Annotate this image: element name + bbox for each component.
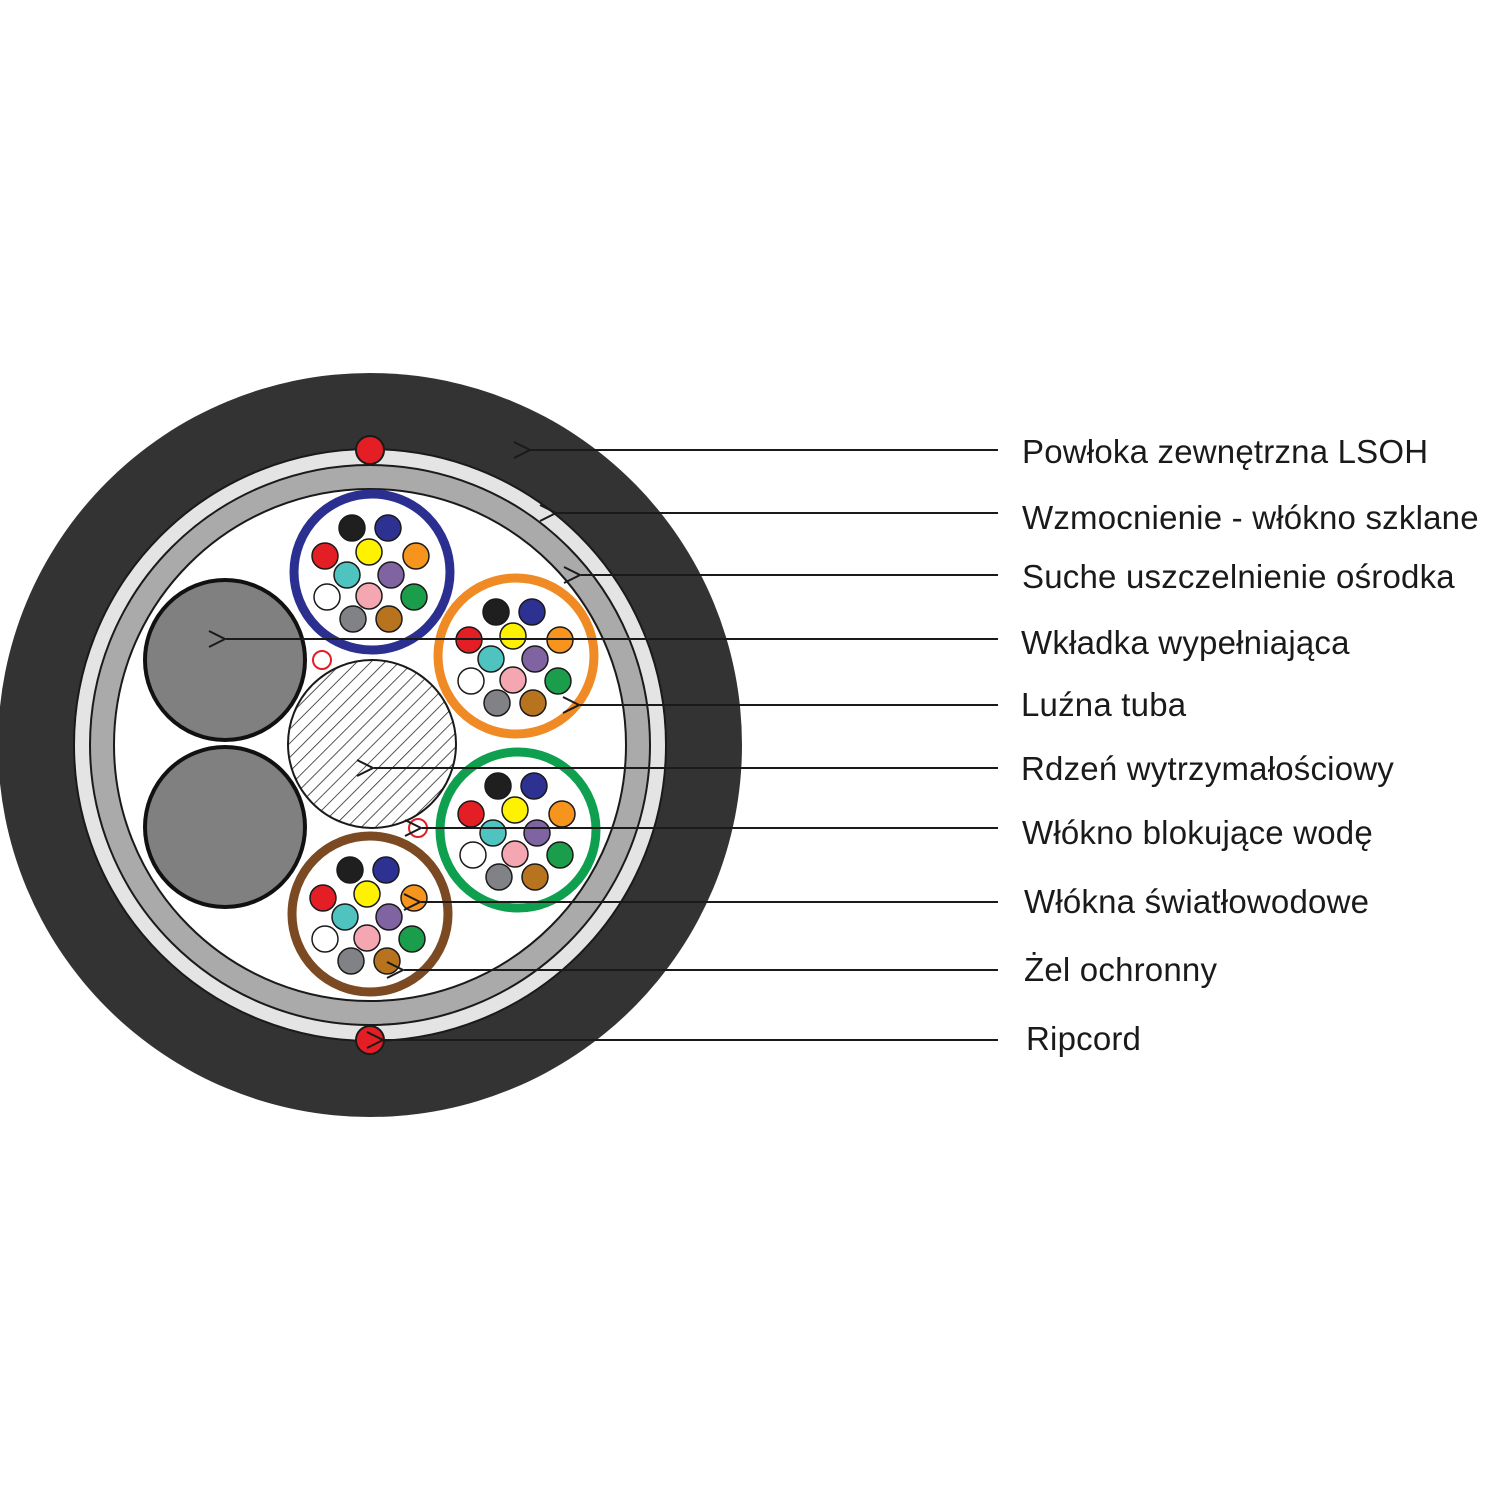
fiber-pink <box>499 666 527 694</box>
tube-ring-brown <box>287 831 453 997</box>
label-strength-member: Rdzeń wytrzymałościowy <box>1021 750 1394 787</box>
tube-ring-orange <box>433 573 599 739</box>
fiber-grey <box>485 863 513 891</box>
label-glass-reinforcement: Wzmocnienie - włókno szklane <box>1022 499 1479 536</box>
strength-member-core <box>287 659 457 829</box>
fiber-grey <box>483 689 511 717</box>
fiber-violet <box>521 645 549 673</box>
fiber-brown <box>373 947 401 975</box>
fiber-green <box>398 925 426 953</box>
ripcord-bottom <box>355 1025 385 1055</box>
label-loose-tube: Luźna tuba <box>1021 686 1187 723</box>
loose-tube-blue <box>289 489 455 655</box>
filler-insert-lower <box>143 745 307 909</box>
fiber-brown <box>375 605 403 633</box>
fiber-white <box>313 583 341 611</box>
tube-ring-green <box>435 747 601 913</box>
filler-insert-upper <box>143 578 307 742</box>
fiber-turquoise <box>479 819 507 847</box>
label-filler-insert: Wkładka wypełniająca <box>1021 624 1350 661</box>
fiber-orange <box>402 542 430 570</box>
fiber-pink <box>501 840 529 868</box>
fiber-turquoise <box>331 903 359 931</box>
fiber-green <box>544 667 572 695</box>
fiber-yellow <box>353 880 381 908</box>
fiber-blue <box>518 598 546 626</box>
label-dry-core-seal: Suche uszczelnienie ośrodka <box>1022 558 1455 595</box>
fiber-grey <box>339 605 367 633</box>
fiber-violet <box>377 561 405 589</box>
fiber-pink <box>355 582 383 610</box>
fiber-red <box>309 884 337 912</box>
fiber-white <box>311 925 339 953</box>
water-blocking-yarn-upper <box>312 650 332 670</box>
fiber-yellow <box>499 622 527 650</box>
fiber-turquoise <box>477 645 505 673</box>
label-outer-jacket: Powłoka zewnętrzna LSOH <box>1022 433 1428 470</box>
fiber-turquoise <box>333 561 361 589</box>
label-optical-fibers: Włókna światłowodowe <box>1024 883 1369 920</box>
fiber-blue <box>520 772 548 800</box>
label-water-blocking-yarn: Włókno blokujące wodę <box>1022 814 1373 851</box>
fiber-black <box>482 598 510 626</box>
fiber-green <box>400 583 428 611</box>
fiber-yellow <box>501 796 529 824</box>
fiber-black <box>336 856 364 884</box>
fiber-white <box>459 841 487 869</box>
fiber-yellow <box>355 538 383 566</box>
fiber-grey <box>337 947 365 975</box>
tube-ring-blue <box>289 489 455 655</box>
loose-tube-brown <box>287 831 453 997</box>
loose-tube-green <box>435 747 601 913</box>
fiber-orange <box>548 800 576 828</box>
fiber-black <box>484 772 512 800</box>
fiber-black <box>338 514 366 542</box>
fiber-brown <box>521 863 549 891</box>
label-protective-gel: Żel ochronny <box>1024 951 1217 988</box>
label-ripcord: Ripcord <box>1026 1020 1141 1057</box>
ripcord-top <box>355 435 385 465</box>
fiber-violet <box>375 903 403 931</box>
fiber-brown <box>519 689 547 717</box>
fiber-pink <box>353 924 381 952</box>
fiber-red <box>311 542 339 570</box>
fiber-blue <box>372 856 400 884</box>
fiber-white <box>457 667 485 695</box>
loose-tube-orange <box>433 573 599 739</box>
fiber-violet <box>523 819 551 847</box>
fiber-orange <box>400 884 428 912</box>
fiber-red <box>457 800 485 828</box>
fiber-green <box>546 841 574 869</box>
fiber-blue <box>374 514 402 542</box>
